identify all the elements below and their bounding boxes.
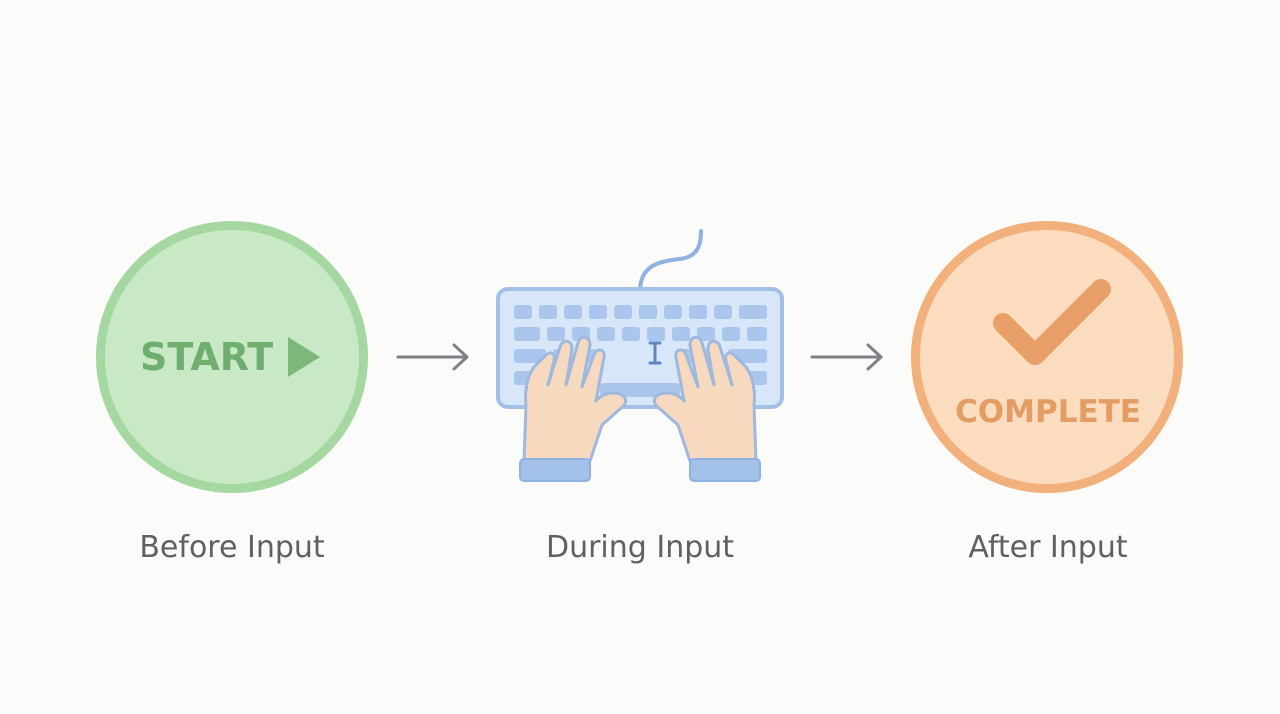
- start-badge-text: START: [140, 335, 274, 379]
- play-icon: [288, 337, 320, 377]
- arrow-right-icon: [396, 343, 469, 371]
- stage-label-during: During Input: [545, 530, 735, 565]
- stage-label-after: After Input: [968, 530, 1128, 565]
- checkmark-icon: [993, 279, 1111, 365]
- arrow-right-icon: [810, 343, 883, 371]
- complete-badge-text: COMPLETE: [955, 394, 1141, 430]
- stage-label-before: Before Input: [139, 530, 325, 565]
- keyboard-typing-icon: [496, 229, 784, 482]
- start-circle: [96, 221, 368, 493]
